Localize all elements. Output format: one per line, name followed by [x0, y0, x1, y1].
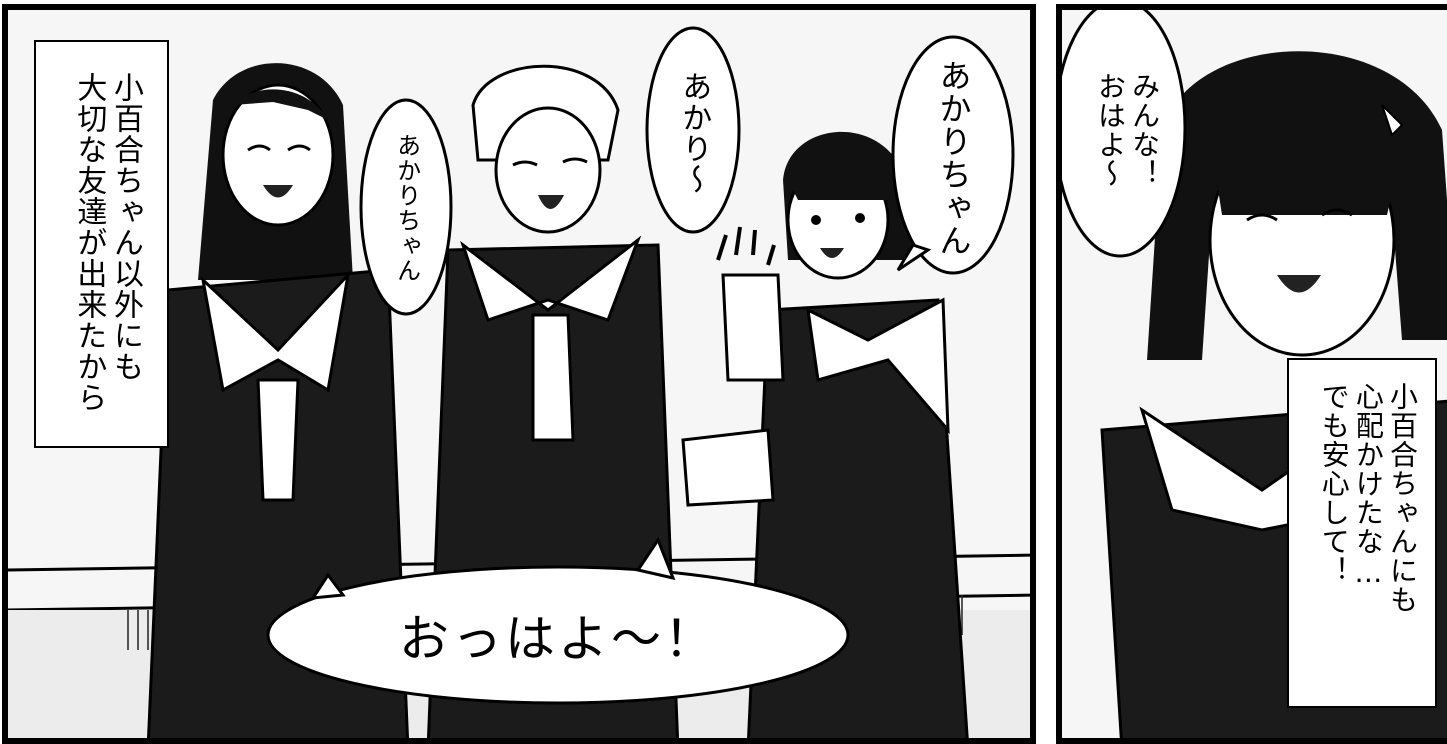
- narration-text: 小百合ちゃんにも 心配かけたな… でも安心して！: [1317, 382, 1419, 614]
- bubble-text: あかり〜: [676, 70, 712, 195]
- shout-bubble-text: おっはよ〜！: [399, 610, 717, 668]
- speech-bubble-akari-wave: あかり〜: [648, 35, 738, 230]
- bubble-text: あかりちゃん: [934, 58, 973, 257]
- speech-bubble-shape: [1062, 10, 1187, 258]
- narration-text: 小百合ちゃん以外にも 大切な友達が出来たから: [71, 72, 143, 413]
- speech-bubble-akari-chan-small: あかりちゃん: [363, 105, 449, 310]
- bubble-text: あかりちゃん: [392, 132, 421, 283]
- manga-panel-left: 小百合ちゃん以外にも 大切な友達が出来たから あかりちゃん あかり〜 あかりちゃ…: [2, 4, 1036, 744]
- narration-box: 小百合ちゃんにも 心配かけたな… でも安心して！: [1287, 358, 1437, 708]
- speech-bubbles: [266, 26, 1015, 705]
- manga-panel-right: みんな！ おはよ〜 小百合ちゃんにも 心配かけたな… でも安心して！: [1056, 4, 1447, 744]
- narration-box: 小百合ちゃん以外にも 大切な友達が出来たから: [34, 40, 169, 448]
- speech-bubble-minna-ohayo: みんな！ おはよ〜: [1072, 30, 1182, 230]
- speech-bubble-akari-chan-right: あかりちゃん: [895, 45, 1011, 270]
- bubble-text: みんな！ おはよ〜: [1094, 72, 1162, 188]
